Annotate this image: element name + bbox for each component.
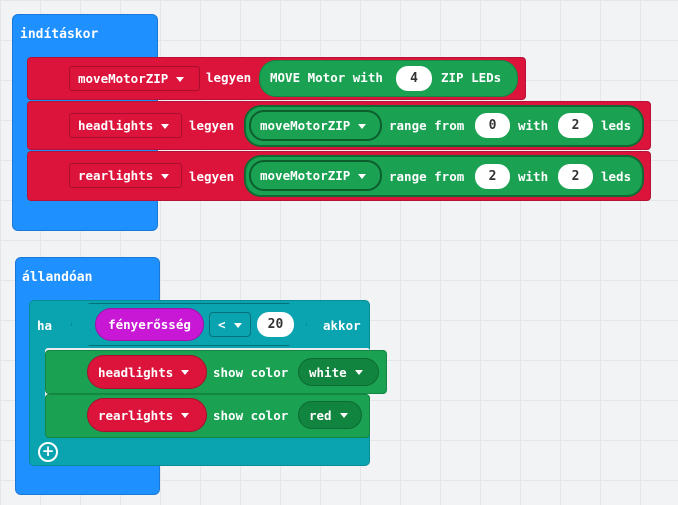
source-variable-name: moveMotorZIP <box>260 118 351 133</box>
light-level-label: fényerősség <box>108 317 191 332</box>
light-level-reporter[interactable]: fényerősség <box>95 308 204 341</box>
plus-icon[interactable]: + <box>38 442 58 462</box>
caret-down-icon <box>339 413 348 418</box>
caret-down-icon <box>181 413 190 418</box>
led-count-input[interactable]: 4 <box>396 66 432 91</box>
caret-down-icon <box>354 370 363 375</box>
variable-name: headlights <box>78 118 154 133</box>
caret-down-icon <box>161 123 170 129</box>
forever-title: állandóan <box>22 270 93 285</box>
color-name: white <box>309 364 347 380</box>
range-count-input[interactable]: 2 <box>558 164 593 189</box>
range-from-label: range from <box>389 169 465 184</box>
with-label: with <box>518 118 549 133</box>
variable-name: moveMotorZIP <box>78 71 169 86</box>
variable-dropdown-1[interactable]: moveMotorZIP <box>69 66 200 91</box>
caret-down-icon <box>176 76 185 82</box>
caret-down-icon <box>358 173 367 179</box>
set-word-label: legyen <box>206 70 252 85</box>
if-label: ha <box>37 318 53 333</box>
caret-down-icon <box>233 322 242 328</box>
leds-label: leds <box>601 118 632 133</box>
source-variable-dropdown[interactable]: moveMotorZIP <box>249 110 382 141</box>
strip-variable-dropdown-2[interactable]: rearlights <box>87 398 207 432</box>
source-variable-name: moveMotorZIP <box>260 168 351 183</box>
threshold-input[interactable]: 20 <box>257 312 294 337</box>
operator-symbol: < <box>218 317 226 332</box>
caret-down-icon <box>161 173 170 179</box>
operator-dropdown[interactable]: < <box>209 312 251 337</box>
variable-name: rearlights <box>78 168 154 183</box>
show-color-label: show color <box>213 365 289 380</box>
color-dropdown-1[interactable]: white <box>298 358 379 386</box>
range-count-input[interactable]: 2 <box>558 113 593 138</box>
set-word-label: legyen <box>189 118 235 133</box>
variable-dropdown-3[interactable]: rearlights <box>69 163 182 188</box>
leds-label: leds <box>601 169 632 184</box>
on-start-title: indításkor <box>20 27 99 42</box>
range-from-label: range from <box>389 118 465 133</box>
variable-dropdown-2[interactable]: headlights <box>69 113 182 138</box>
zip-prefix-label: MOVE Motor with <box>270 70 383 85</box>
zip-suffix-label: ZIP LEDs <box>441 70 502 85</box>
strip-variable-name: rearlights <box>98 407 174 423</box>
range-from-input[interactable]: 2 <box>475 164 510 189</box>
caret-down-icon <box>181 370 190 375</box>
zip-led-create-block[interactable] <box>259 60 518 97</box>
color-dropdown-2[interactable]: red <box>298 401 362 429</box>
range-from-input[interactable]: 0 <box>475 113 510 138</box>
strip-variable-dropdown-1[interactable]: headlights <box>87 355 207 389</box>
color-name: red <box>309 407 332 423</box>
source-variable-dropdown[interactable]: moveMotorZIP <box>249 160 382 191</box>
caret-down-icon <box>358 123 367 129</box>
then-label: akkor <box>323 318 361 333</box>
with-label: with <box>518 169 549 184</box>
strip-variable-name: headlights <box>98 364 174 380</box>
set-word-label: legyen <box>189 169 235 184</box>
show-color-label: show color <box>213 408 289 423</box>
